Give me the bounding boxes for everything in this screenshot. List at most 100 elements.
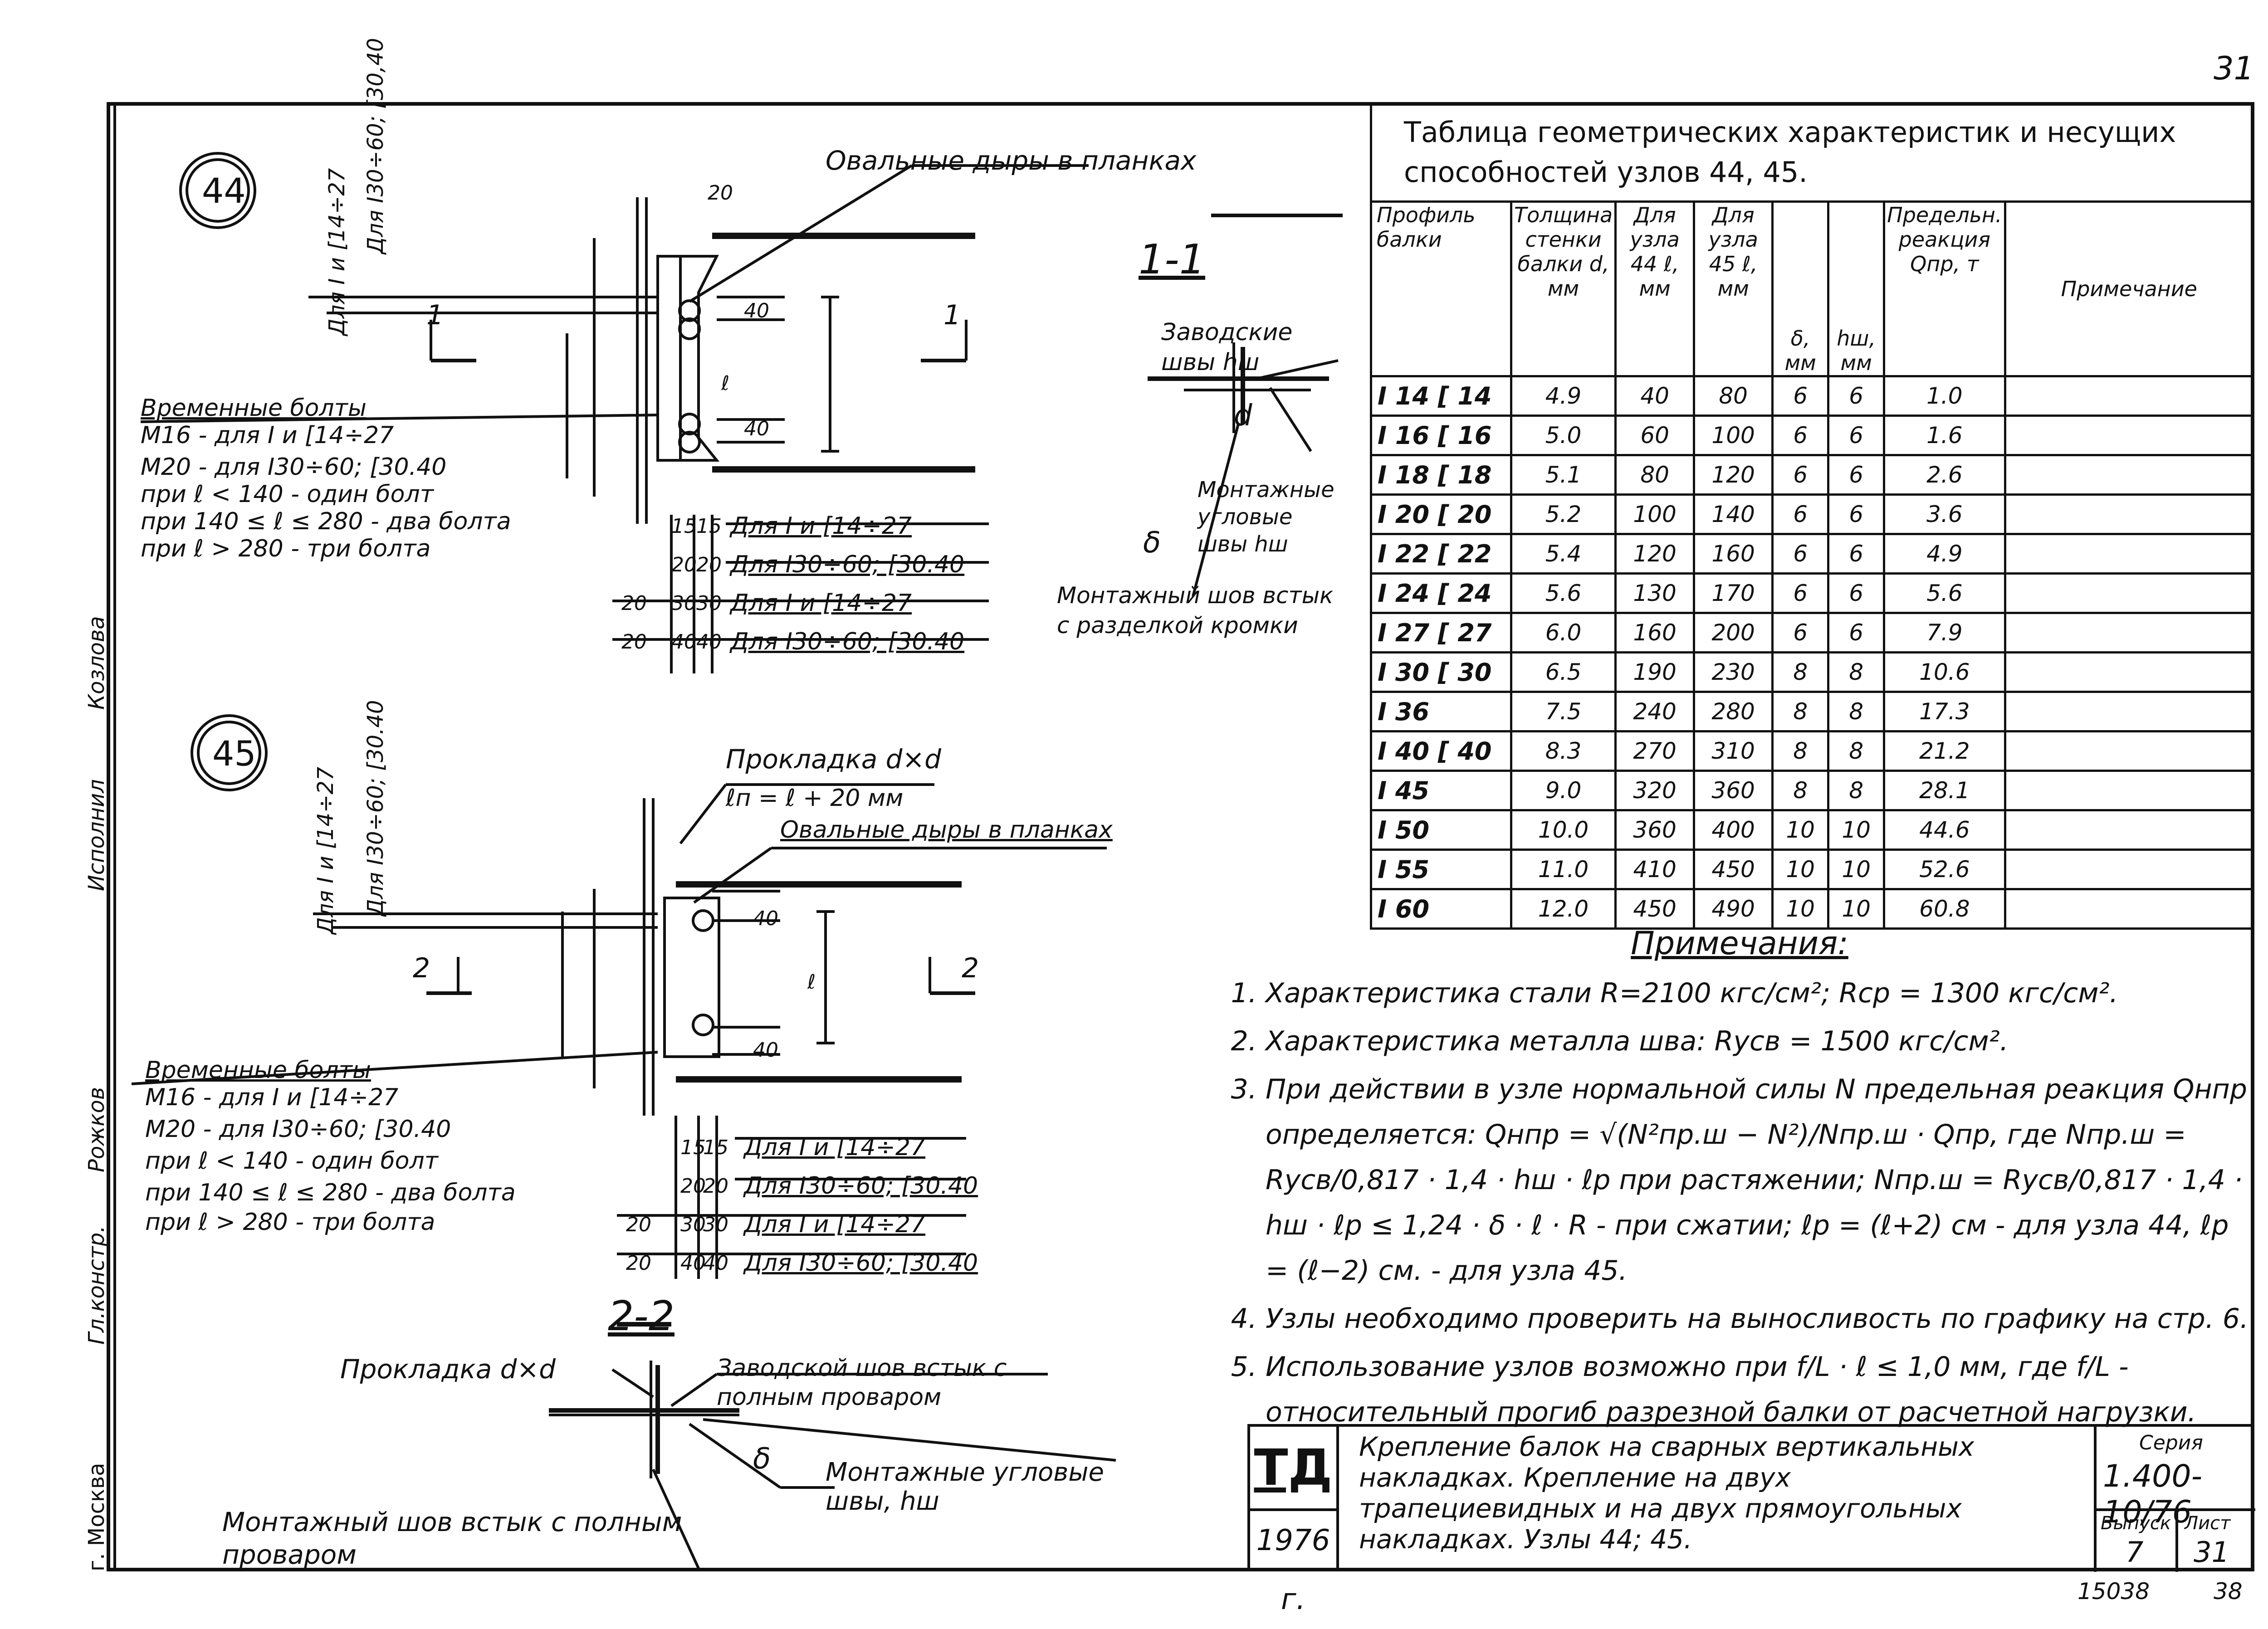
node44-bolts-1: M20 - для I30÷60; [30.40 <box>141 454 447 481</box>
section11-delta: δ <box>1143 526 1161 560</box>
table-cell: I 27 [ 27 <box>1370 612 1512 654</box>
table-cell: 10 <box>1771 888 1830 930</box>
table-cell: 10.6 <box>1883 651 2006 693</box>
node44-row2-b: 30 <box>671 592 697 615</box>
section22-butt-weld: Монтажный шов встык с полным проваром <box>222 1507 682 1570</box>
title-block-issue-label: Выпуск <box>2101 1513 2171 1534</box>
table-caption: Таблица геометрических характеристик и н… <box>1370 102 2254 200</box>
node44-bolts-2: при ℓ < 140 - один болт <box>141 481 434 508</box>
table-cell: I 30 [ 30 <box>1370 651 1512 693</box>
table-cell: 5.4 <box>1510 533 1617 575</box>
node44-oval-holes: Овальные дыры в планках <box>826 145 1197 176</box>
table-cell: 5.6 <box>1510 572 1617 614</box>
table-cell <box>2004 493 2255 535</box>
table-cell: 60.8 <box>1883 888 2006 930</box>
table-cell <box>2004 651 2255 693</box>
node45-oval-holes: Овальные дыры в планках <box>780 816 1113 844</box>
node45-label-2: 2 <box>413 952 430 984</box>
table-cell: 6 <box>1827 612 1886 654</box>
table-header-row: Профиль балки Толщина стенки балки d, мм… <box>1370 200 2255 377</box>
node44-label-1: 1 <box>426 299 444 331</box>
table-cell: 360 <box>1614 809 1696 851</box>
node44-bolts-0: M16 - для I и [14÷27 <box>141 422 394 449</box>
title-block-year: 1976 г. <box>1250 1511 1339 1616</box>
node44-row3-label: Для I30÷60; [30.40 <box>730 628 965 655</box>
table-cell: 80 <box>1693 375 1774 417</box>
node44-row1-label: Для I30÷60; [30.40 <box>730 551 965 578</box>
node45-row3-b: 40 <box>680 1252 706 1275</box>
table-cell <box>2004 572 2255 614</box>
node45-bolts-4: при ℓ > 280 - три болта <box>145 1209 435 1236</box>
node44-row2-c: 30 <box>696 592 722 615</box>
node44-dim-40b: 40 <box>744 417 769 440</box>
section22-pad: Прокладка d×d <box>340 1354 556 1385</box>
table-cell: I 16 [ 16 <box>1370 415 1512 456</box>
title-block: ТД 1976 г. Крепление балок на сварных ве… <box>1247 1424 2255 1616</box>
title-block-series-label: Серия <box>2139 1431 2203 1454</box>
table-cell: 320 <box>1614 770 1696 811</box>
sidebar-label-chief: Гл.констр. <box>84 1225 109 1345</box>
table-cell: 120 <box>1614 533 1696 575</box>
table-cell: 6 <box>1771 572 1830 614</box>
node45-label-2b: 2 <box>962 952 979 984</box>
table-cell: 8 <box>1827 691 1886 732</box>
note-item: Характеристика металла шва: Rусв = 1500 … <box>1266 1019 2254 1064</box>
table-cell: 21.2 <box>1883 730 2006 772</box>
table-cell: 100 <box>1614 493 1696 535</box>
table-cell: 80 <box>1614 454 1696 496</box>
sidebar-stamp: Козлова Исполнил Рожков Гл.констр. г. Мо… <box>84 102 116 1571</box>
section11-mount-welds: Монтажные угловые швы hш <box>1198 477 1334 557</box>
node44-row2-a: 20 <box>621 592 647 615</box>
node45-dim-i: Для I и [14÷27 <box>313 766 338 934</box>
table-cell: 6 <box>1771 493 1830 535</box>
node44-badge-circle <box>179 152 256 229</box>
title-block-sheet-label: Лист <box>2185 1513 2231 1534</box>
note-item: Узлы необходимо проверить на выносливост… <box>1266 1296 2254 1341</box>
table-cell <box>2004 730 2255 772</box>
table-cell: I 45 <box>1370 770 1512 811</box>
node44-drawing: 44 <box>140 152 1343 673</box>
table-cell: 2.6 <box>1883 454 2006 496</box>
note-item: Использование узлов возможно при f/L · ℓ… <box>1266 1344 2254 1435</box>
node45-row0-c: 15 <box>703 1136 728 1159</box>
table-header-thickness: Толщина стенки балки d, мм <box>1510 200 1617 377</box>
title-block-issue: 7 <box>2126 1536 2144 1569</box>
table-cell: 160 <box>1614 612 1696 654</box>
table-cell: 200 <box>1693 612 1774 654</box>
table-cell: 6 <box>1827 533 1886 575</box>
characteristics-table: Таблица геометрических характеристик и н… <box>1370 102 2255 930</box>
table-cell: 140 <box>1693 493 1774 535</box>
node45-dim-40b: 40 <box>753 1039 778 1062</box>
table-cell <box>2004 375 2255 417</box>
table-cell: 360 <box>1693 770 1774 811</box>
table-cell: 8 <box>1827 651 1886 693</box>
table-cell <box>2004 888 2255 930</box>
node45-row1-b: 20 <box>680 1175 706 1198</box>
table-cell: 7.9 <box>1883 612 2006 654</box>
table-cell: 4.9 <box>1510 375 1617 417</box>
table-cell: 1.6 <box>1883 415 2006 456</box>
node45-row2-a: 20 <box>626 1213 651 1236</box>
node45-bolts-1: M20 - для I30÷60; [30.40 <box>145 1116 451 1143</box>
table-cell <box>2004 809 2255 851</box>
table-cell: 5.6 <box>1883 572 2006 614</box>
table-cell: 270 <box>1614 730 1696 772</box>
table-cell: 6.0 <box>1510 612 1617 654</box>
table-cell: 9.0 <box>1510 770 1617 811</box>
table-cell: 10 <box>1827 809 1886 851</box>
section11-butt-weld: Монтажный шов встык с разделкой кромки <box>1057 582 1334 639</box>
table-cell: 6 <box>1771 533 1830 575</box>
table-cell: 310 <box>1693 730 1774 772</box>
node45-bolts-0: M16 - для I и [14÷27 <box>145 1084 399 1111</box>
table-cell <box>2004 533 2255 575</box>
node44-bolts-4: при ℓ > 280 - три болта <box>141 535 431 562</box>
node45-row3-label: Для I30÷60; [30.40 <box>744 1249 978 1277</box>
table-cell: 6 <box>1771 612 1830 654</box>
table-cell: 8 <box>1771 651 1830 693</box>
section22-title: 2-2 <box>608 1292 675 1340</box>
table-cell: 120 <box>1693 454 1774 496</box>
page-number: 31 <box>2214 50 2254 87</box>
table-cell: 6 <box>1827 415 1886 456</box>
